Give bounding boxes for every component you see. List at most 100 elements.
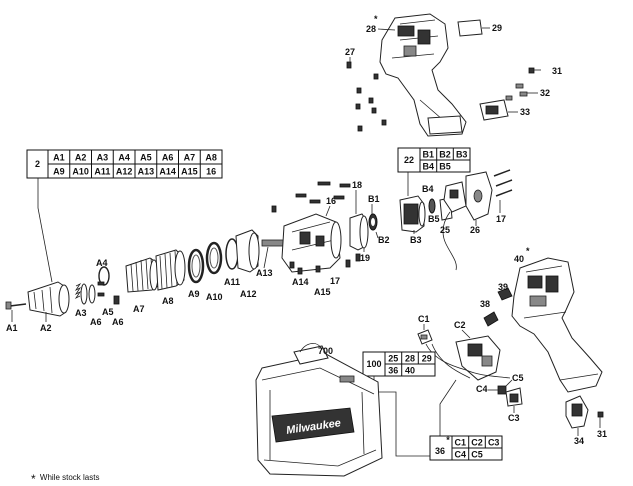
label-39: 39	[498, 282, 508, 292]
bearing-B1	[368, 213, 378, 231]
label-A6-left: A6	[90, 317, 102, 327]
table-2-cell-a5: A5	[140, 153, 152, 163]
housing-half-28	[379, 13, 467, 137]
table-2-cell-16: 16	[206, 167, 216, 177]
sticker-29	[457, 19, 483, 37]
table-2-cell-a6: A6	[162, 153, 174, 163]
table-100-28: 28	[405, 354, 415, 364]
gear-A8	[155, 249, 186, 291]
shaft-A13	[261, 239, 285, 247]
table-36-star: *	[446, 435, 450, 445]
gear-A9	[187, 248, 205, 284]
board-C2	[455, 335, 501, 381]
label-32: 32	[540, 88, 550, 98]
table-2-cell-a2: A2	[75, 153, 87, 163]
part-26	[465, 171, 493, 221]
table-2-cell-a4: A4	[118, 153, 130, 163]
label-A12: A12	[240, 289, 257, 299]
label-C2: C2	[454, 320, 466, 330]
table-36-C2: C2	[471, 438, 483, 448]
part-39	[497, 287, 513, 301]
table-2-cell-a12: A12	[116, 167, 133, 177]
table-22-key: 22	[404, 155, 414, 165]
label-A13: A13	[256, 268, 273, 278]
label-40-star: *	[526, 246, 530, 256]
carry-case-700: Milwaukee	[255, 343, 383, 477]
table-22-B1: B1	[423, 150, 435, 160]
label-31-bottom: 31	[597, 429, 607, 439]
label-19: 19	[360, 253, 370, 263]
label-25: 25	[440, 225, 450, 235]
label-B4: B4	[422, 184, 434, 194]
gear-A12	[235, 229, 260, 273]
label-B3: B3	[410, 235, 422, 245]
label-A14: A14	[292, 277, 309, 287]
table-2-cell-a1: A1	[53, 153, 65, 163]
label-A8: A8	[162, 296, 174, 306]
label-31-top: 31	[552, 66, 562, 76]
label-700: 700	[318, 346, 333, 356]
label-A11: A11	[224, 277, 240, 287]
table-100-40: 40	[405, 366, 415, 376]
part-34	[565, 395, 589, 429]
light-33	[479, 99, 509, 121]
label-28-star: *	[374, 14, 378, 24]
label-17-left: 17	[330, 276, 340, 286]
table-2-cell-a8: A8	[205, 153, 217, 163]
clutch-A7	[125, 257, 159, 293]
table-22-B3: B3	[456, 150, 468, 160]
part-38	[483, 311, 499, 327]
table-36-C1: C1	[455, 438, 467, 448]
table-22: 22 B1 B2 B3 B4 B5	[397, 147, 471, 173]
part-C3	[505, 387, 523, 407]
table-2-cell-a11: A11	[94, 167, 110, 177]
table-2-cell-a15: A15	[181, 167, 198, 177]
label-A1: A1	[6, 323, 18, 333]
screw-31-top	[528, 67, 541, 74]
table-36-key: 36	[435, 446, 445, 456]
table-36-C3: C3	[488, 438, 500, 448]
label-38: 38	[480, 299, 490, 309]
motor-B3	[399, 195, 426, 233]
label-B5: B5	[428, 214, 440, 224]
table-22-B2: B2	[439, 150, 451, 160]
label-C4: C4	[476, 384, 488, 394]
table-2-cell-a10: A10	[72, 167, 89, 177]
table-36-C4: C4	[455, 450, 467, 460]
table-2-cell-a3: A3	[97, 153, 109, 163]
label-A4: A4	[96, 258, 108, 268]
label-28: 28	[366, 24, 376, 34]
label-27: 27	[345, 47, 355, 57]
label-C5: C5	[512, 373, 524, 383]
footnote-text: While stock lasts	[39, 473, 100, 482]
table-100-29: 29	[422, 354, 432, 364]
label-40: 40	[514, 254, 524, 264]
table-2-key: 2	[35, 159, 40, 169]
label-34: 34	[574, 436, 584, 446]
table-2-cell-a7: A7	[184, 153, 196, 163]
ring-18	[349, 213, 369, 251]
label-A3: A3	[75, 308, 87, 318]
label-C1: C1	[418, 314, 430, 324]
switch-25	[442, 181, 467, 271]
label-A2: A2	[40, 323, 52, 333]
table-2-cell-a14: A14	[159, 167, 176, 177]
label-A6-right: A6	[112, 317, 124, 327]
pins-around-gearbox	[271, 181, 361, 275]
table-100: 100 25 28 29 36 40	[362, 351, 436, 377]
table-100-25: 25	[388, 354, 398, 364]
label-B1: B1	[368, 194, 380, 204]
label-18: 18	[352, 180, 362, 190]
label-A9: A9	[188, 289, 200, 299]
table-36: 36 * C1 C2 C3 C4 C5	[429, 435, 503, 461]
label-16: 16	[326, 196, 336, 206]
label-B2: B2	[378, 235, 390, 245]
label-33: 33	[520, 107, 530, 117]
label-A7: A7	[133, 304, 145, 314]
label-A15: A15	[314, 287, 331, 297]
gearbox-16	[281, 213, 342, 273]
parts-A5-A6	[88, 281, 120, 305]
screw-31-bottom	[597, 411, 604, 418]
